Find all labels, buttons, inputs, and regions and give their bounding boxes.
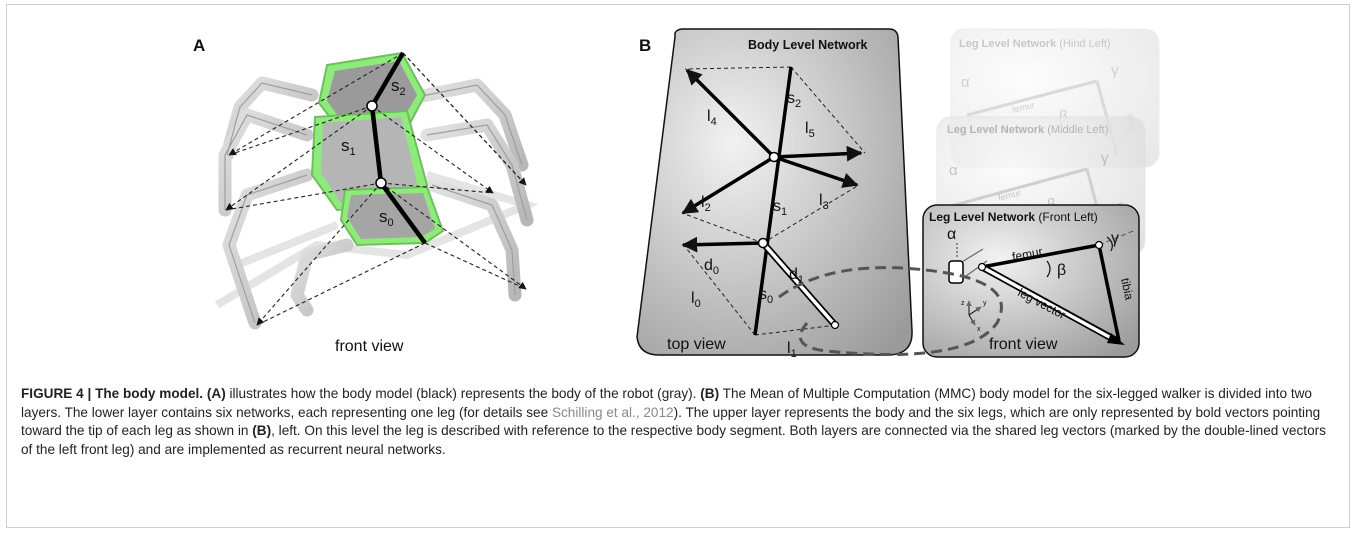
figure-number: FIGURE 4 | xyxy=(21,386,92,401)
vec-label-l4: l4 xyxy=(707,108,717,128)
vec-label-l3: l3 xyxy=(819,192,829,212)
angle-alpha-label: α xyxy=(947,226,956,243)
femur-label: femur xyxy=(1011,244,1044,264)
vec-label-d1: d1 xyxy=(789,266,804,286)
caption-citation-link[interactable]: Schilling et al., 2012 xyxy=(551,404,674,420)
leg-card-front-subtitle: (Front Left) xyxy=(1038,210,1097,224)
body-network-title: Body Level Network xyxy=(748,38,868,52)
panel-a-leg-vectors xyxy=(225,52,527,326)
figure-frame: A xyxy=(6,4,1350,528)
robot-illustration xyxy=(214,51,539,330)
svg-text:γ: γ xyxy=(1101,150,1109,167)
leg-card-middle-title: Leg Level Network xyxy=(947,124,1045,136)
svg-text:γ: γ xyxy=(1111,62,1119,79)
panel-a-seg-label-s1: s1 xyxy=(341,136,356,158)
vec-label-d0: d0 xyxy=(704,257,719,277)
axis-label-x: x xyxy=(977,326,981,333)
leg-card-hind-subtitle: (Hind Left) xyxy=(1059,38,1110,50)
axis-label-y: y xyxy=(983,300,987,307)
vec-label-s0: s0 xyxy=(759,286,773,306)
vec-label-l1: l1 xyxy=(787,340,797,360)
svg-text:Leg Level Network (Front Left): Leg Level Network (Front Left) xyxy=(929,210,1098,224)
caption-ref-a: (A) xyxy=(206,386,226,401)
caption-text-1: illustrates how the body model (black) r… xyxy=(229,386,697,401)
panel-a-seg-label-s0: s0 xyxy=(379,207,394,229)
panel-a-view-label: front view xyxy=(335,338,404,355)
svg-text:α: α xyxy=(961,74,970,91)
angle-beta-label: β xyxy=(1057,262,1066,279)
shared-vector-connector xyxy=(778,266,1003,356)
svg-text:Leg Level Network (Hind Left): Leg Level Network (Hind Left) xyxy=(959,38,1111,50)
figure-illustration: A xyxy=(7,5,1349,373)
caption-text-4: , left. On this level the leg is describ… xyxy=(21,423,1326,457)
caption-text-3: ). The upper layer represents the body a… xyxy=(21,404,1321,439)
panel-a-segment-vectors xyxy=(366,51,427,245)
figure-title: The body model. xyxy=(95,386,204,401)
caption-text-2: The Mean of Multiple Computation (MMC) b… xyxy=(21,386,1312,420)
svg-text:Leg Level Network (Middle Left: Leg Level Network (Middle Left) xyxy=(947,124,1108,136)
vec-label-s1: s1 xyxy=(773,198,787,218)
body-network-card: Body Level Network xyxy=(636,28,913,360)
leg-card-middle-subtitle: (Middle Left) xyxy=(1047,124,1108,136)
panel-b-label: B xyxy=(639,36,651,55)
leg-card-front-left: Leg Level Network (Front Left) xyxy=(922,204,1140,358)
figure-svg: A xyxy=(193,28,1160,360)
leg-view-label: front view xyxy=(989,336,1058,353)
vec-label-l2: l2 xyxy=(701,194,711,214)
caption-ref-b: (B) xyxy=(700,386,720,401)
panel-a-label: A xyxy=(193,36,205,55)
vec-label-s2: s2 xyxy=(787,90,801,110)
leg-card-hind-title: Leg Level Network xyxy=(959,38,1057,50)
figure-caption: FIGURE 4 | The body model. (A) illustrat… xyxy=(21,385,1337,459)
angle-gamma-label: γ xyxy=(1111,230,1119,247)
vec-label-l0: l0 xyxy=(691,290,701,310)
leg-card-front-title: Leg Level Network xyxy=(929,210,1035,224)
vec-label-l5: l5 xyxy=(805,120,815,140)
tibia-label: tibia xyxy=(1118,277,1136,302)
svg-text:α: α xyxy=(949,162,958,179)
axis-label-z: z xyxy=(961,300,965,307)
caption-ref-b-2: (B) xyxy=(252,423,272,439)
body-view-label: top view xyxy=(667,336,726,353)
panel-a-seg-label-s2: s2 xyxy=(391,76,406,98)
